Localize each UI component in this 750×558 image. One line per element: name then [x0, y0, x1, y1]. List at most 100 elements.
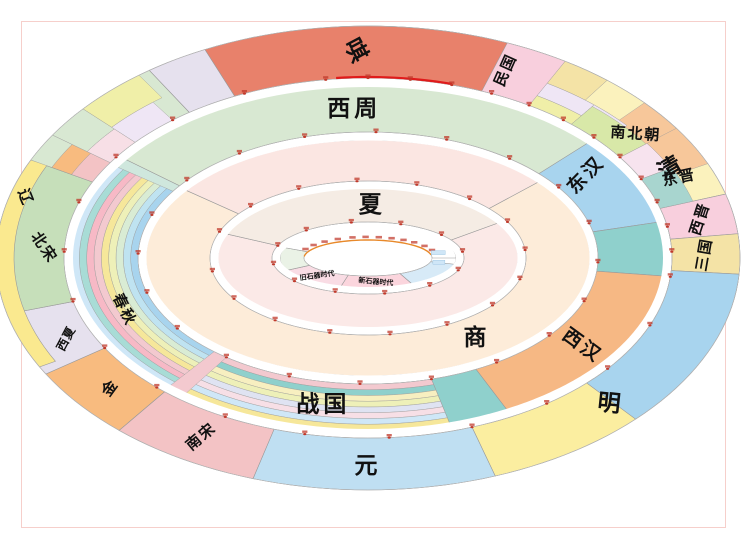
- year-tick-marker: [459, 248, 466, 253]
- year-tick-marker: [61, 248, 67, 253]
- micro-era-tag: [400, 238, 407, 242]
- year-tick-marker: [449, 81, 455, 87]
- year-tick-marker: [327, 329, 333, 334]
- year-tick-marker: [647, 321, 653, 327]
- year-tick-marker: [275, 242, 281, 247]
- year-tick-marker: [365, 74, 371, 80]
- year-tick-marker: [357, 380, 363, 385]
- year-tick-marker: [467, 195, 473, 201]
- year-tick-marker: [222, 413, 228, 418]
- year-tick-marker: [494, 358, 500, 364]
- year-tick-marker: [414, 181, 420, 186]
- year-tick-marker: [303, 226, 309, 232]
- year-tick-marker: [373, 128, 379, 134]
- year-tick-marker: [231, 295, 237, 300]
- year-tick-marker: [428, 375, 434, 381]
- year-tick-marker: [354, 177, 360, 183]
- segment-xin: [592, 221, 665, 277]
- year-tick-marker: [667, 273, 673, 278]
- micro-era-tag: [375, 235, 382, 239]
- micro-era-tag: [310, 243, 317, 247]
- year-tick-marker: [489, 90, 495, 95]
- micro-era-tag-blue: [432, 260, 446, 265]
- label-xizhou: 西周: [327, 96, 381, 122]
- year-tick-marker: [427, 282, 433, 287]
- micro-era-tag-blue: [431, 250, 446, 255]
- year-tick-marker: [546, 332, 552, 337]
- label-xia: 夏: [359, 192, 386, 218]
- year-tick-marker: [170, 116, 176, 122]
- ring-gap: [137, 131, 599, 385]
- year-tick-marker: [387, 330, 393, 336]
- label-shang: 商: [464, 324, 491, 351]
- year-tick-marker: [455, 266, 461, 272]
- year-tick-marker: [669, 248, 675, 253]
- year-tick-marker: [407, 76, 413, 81]
- label-liao: 辽: [14, 186, 37, 209]
- year-tick-marker: [556, 183, 562, 189]
- year-tick-marker: [638, 175, 644, 181]
- year-tick-marker: [135, 250, 141, 255]
- ring-outline: [63, 77, 673, 439]
- year-tick-marker: [236, 149, 242, 155]
- ring-outline: [271, 221, 465, 295]
- year-tick-marker: [438, 231, 445, 236]
- year-tick-marker: [348, 218, 354, 224]
- year-tick-marker: [517, 275, 523, 281]
- ring-gap: [271, 220, 464, 296]
- label-nanbeichao: 南北朝: [610, 123, 662, 145]
- year-tick-marker: [102, 344, 108, 350]
- year-tick-marker: [323, 76, 329, 81]
- year-tick-marker: [617, 153, 623, 159]
- label-zhanguo: 战国: [296, 392, 350, 418]
- year-tick-marker: [526, 101, 532, 107]
- year-tick-marker: [332, 288, 338, 293]
- year-tick-marker: [270, 260, 277, 266]
- year-tick-marker: [386, 434, 392, 439]
- year-tick-marker: [444, 321, 450, 326]
- label-neolithic-arc: 新石器时代: [358, 275, 394, 287]
- year-tick-marker: [469, 423, 475, 429]
- year-tick-marker: [302, 133, 308, 138]
- year-tick-marker: [605, 365, 611, 370]
- year-tick-marker: [113, 153, 119, 159]
- year-tick-marker: [581, 297, 587, 303]
- year-tick-marker: [664, 223, 670, 228]
- micro-era-tag: [421, 244, 428, 248]
- label-ming: 明: [596, 390, 626, 419]
- year-tick-marker: [504, 218, 511, 223]
- year-tick-marker: [70, 297, 76, 303]
- inner-accent-arc: [303, 239, 432, 257]
- year-tick-marker: [223, 353, 229, 359]
- micro-era-tag: [334, 237, 341, 241]
- year-tick-marker: [272, 316, 278, 322]
- year-tick-marker: [591, 134, 597, 139]
- year-tick-marker: [76, 198, 82, 204]
- year-tick-marker: [560, 116, 566, 122]
- year-tick-marker: [522, 246, 528, 252]
- year-tick-marker: [286, 372, 292, 378]
- micro-era-tag: [362, 235, 369, 239]
- year-tick-marker: [544, 400, 550, 405]
- year-tick-marker: [595, 258, 601, 264]
- year-tick-marker: [209, 267, 215, 273]
- year-tick-marker: [184, 176, 190, 182]
- micro-era-tag: [349, 236, 356, 239]
- ring-gap: [62, 76, 673, 440]
- year-tick-marker: [382, 289, 388, 295]
- modern-era-accent: [336, 75, 453, 86]
- micro-era-tag: [411, 241, 418, 244]
- year-tick-marker: [586, 219, 592, 225]
- label-sanguo: 三国: [692, 236, 716, 273]
- label-yuan: 元: [355, 453, 382, 479]
- micro-era-tag: [321, 240, 328, 243]
- year-tick-marker: [489, 301, 496, 307]
- year-tick-marker: [398, 220, 404, 226]
- micro-era-tag: [428, 248, 436, 252]
- year-tick-marker: [149, 211, 155, 216]
- year-tick-marker: [144, 289, 150, 294]
- micro-era-tag: [388, 236, 395, 240]
- year-tick-marker: [654, 198, 660, 204]
